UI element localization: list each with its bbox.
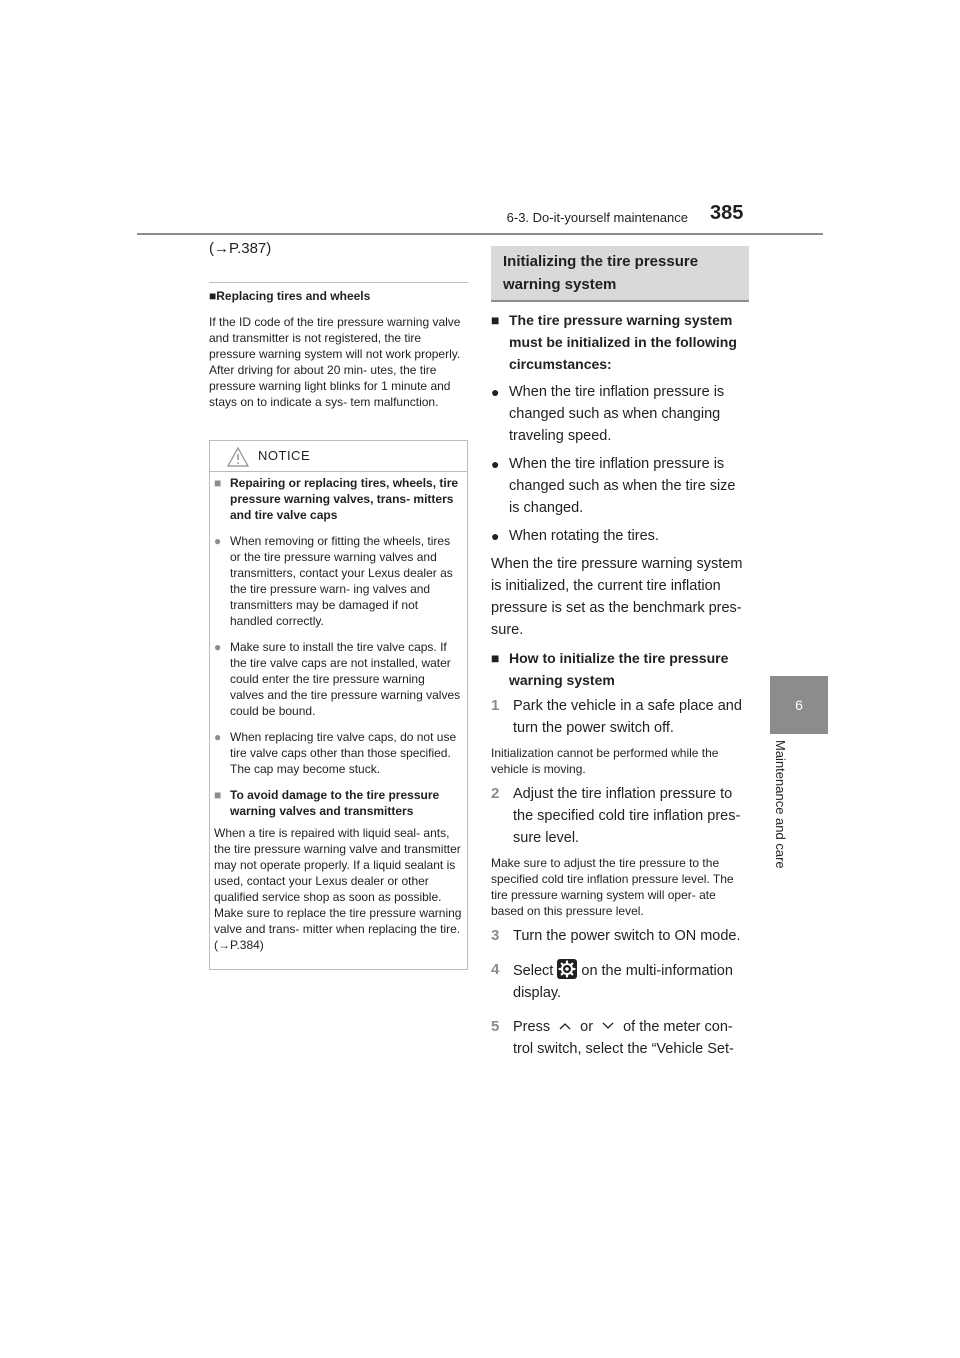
warning-triangle-icon — [227, 447, 249, 467]
list-item: ● When rotating the tires. — [491, 525, 749, 547]
how-heading: How to initialize the tire pressure warn… — [509, 650, 729, 688]
step-4: 4 Select on the multi-information displa… — [491, 959, 749, 1004]
notice-item: ● When replacing tire valve caps, do not… — [214, 730, 457, 776]
chevron-down-icon — [602, 1022, 614, 1029]
notice-title: NOTICE — [258, 448, 311, 463]
settings-gear-icon — [557, 959, 578, 979]
notice-header: NOTICE — [210, 441, 467, 472]
dot-bullet-icon: ● — [214, 730, 222, 744]
chevron-up-icon — [559, 1023, 571, 1030]
replacing-text: If the ID code of the tire pressure warn… — [209, 315, 461, 409]
square-bullet-icon: ■ — [214, 476, 222, 490]
column-divider — [209, 282, 468, 283]
step-number: 1 — [491, 697, 500, 714]
step-number: 5 — [491, 1018, 500, 1035]
chapter-label: Maintenance and care — [773, 740, 788, 869]
dot-bullet-icon: ● — [491, 456, 500, 472]
notice-body: ■ Repairing or replacing tires, wheels, … — [214, 475, 462, 953]
notice-item: ● When removing or fitting the wheels, t… — [214, 534, 453, 628]
dot-bullet-icon: ● — [491, 528, 500, 544]
chapter-tab: 6 — [770, 676, 828, 734]
replacing-heading: ■Replacing tires and wheels — [209, 289, 371, 303]
list-item: ● When the tire inflation pressure is ch… — [491, 381, 749, 447]
notice-closing: When a tire is repaired with liquid seal… — [214, 826, 462, 952]
section-title: Initializing the tire pressure warning s… — [503, 253, 699, 293]
square-bullet-icon: ■ — [214, 788, 222, 802]
step-2-note: Make sure to adjust the tire pressure to… — [491, 856, 734, 918]
dot-bullet-icon: ● — [214, 534, 222, 548]
notice-box: NOTICE ■ Repairing or replacing tires, w… — [209, 440, 468, 970]
notice-item: ■ Repairing or replacing tires, wheels, … — [214, 476, 459, 522]
replacing-section: ■Replacing tires and wheels If the ID co… — [209, 288, 469, 410]
must-heading: The tire pressure warning system must be… — [509, 312, 737, 372]
section-header: 6-3. Do-it-yourself maintenance — [506, 210, 688, 225]
notice-item: ● Make sure to install the tire valve ca… — [214, 640, 461, 718]
step-3: 3 Turn the power switch to ON mode. — [491, 925, 749, 947]
step-1: 1 Park the vehicle in a safe place and t… — [491, 695, 749, 739]
step-number: 3 — [491, 927, 500, 944]
list-item: ● When the tire inflation pressure is ch… — [491, 453, 749, 519]
how-heading-row: ■ How to initialize the tire pressure wa… — [491, 647, 749, 691]
page-number: 385 — [710, 202, 744, 224]
square-bullet-icon: ■ — [491, 312, 500, 328]
step-2: 2 Adjust the tire inflation pressure to … — [491, 783, 749, 849]
after-bullets-text: When the tire pressure warning system is… — [491, 556, 743, 638]
step-5: 5 Press or of the meter con- trol switch… — [491, 1016, 749, 1060]
page-reference: (→P.387) — [209, 240, 272, 257]
dot-bullet-icon: ● — [491, 384, 500, 400]
section-title-box: Initializing the tire pressure warning s… — [491, 246, 749, 302]
step-1-note: Initialization cannot be performed while… — [491, 746, 719, 776]
square-bullet-icon: ■ — [491, 650, 500, 666]
dot-bullet-icon: ● — [214, 640, 222, 654]
header-rule — [137, 233, 823, 235]
must-heading-row: ■ The tire pressure warning system must … — [491, 309, 749, 375]
right-content: ■ The tire pressure warning system must … — [491, 309, 749, 1060]
step-number: 4 — [491, 961, 500, 978]
step-number: 2 — [491, 785, 500, 802]
notice-item: ■ To avoid damage to the tire pressure w… — [214, 788, 440, 818]
